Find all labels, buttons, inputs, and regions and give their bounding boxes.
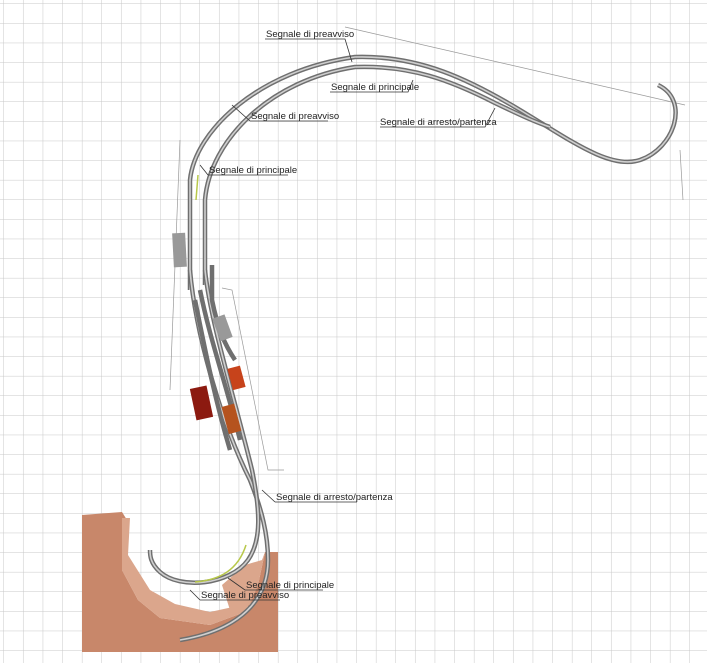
label-principale-bottom: Segnale di principale: [246, 580, 334, 591]
label-preavviso-top: Segnale di preavviso: [266, 29, 354, 40]
label-arresto-top: Segnale di arresto/partenza: [380, 117, 497, 128]
label-preavviso-left: Segnale di preavviso: [251, 111, 339, 122]
label-arresto-bottom: Segnale di arresto/partenza: [276, 492, 393, 503]
tracks: [147, 54, 678, 643]
terrain: [82, 512, 278, 652]
building-orange-1: [227, 365, 246, 391]
building-gray-2: [212, 314, 233, 342]
label-leaders: [189, 38, 496, 601]
label-principale-top: Segnale di principale: [331, 82, 419, 93]
building-gray-1: [172, 232, 187, 268]
label-preavviso-bottom: Segnale di preavviso: [201, 590, 289, 601]
buildings: [172, 232, 246, 435]
building-red: [189, 385, 214, 421]
label-principale-left: Segnale di principale: [209, 165, 297, 176]
building-orange-2: [221, 403, 242, 435]
